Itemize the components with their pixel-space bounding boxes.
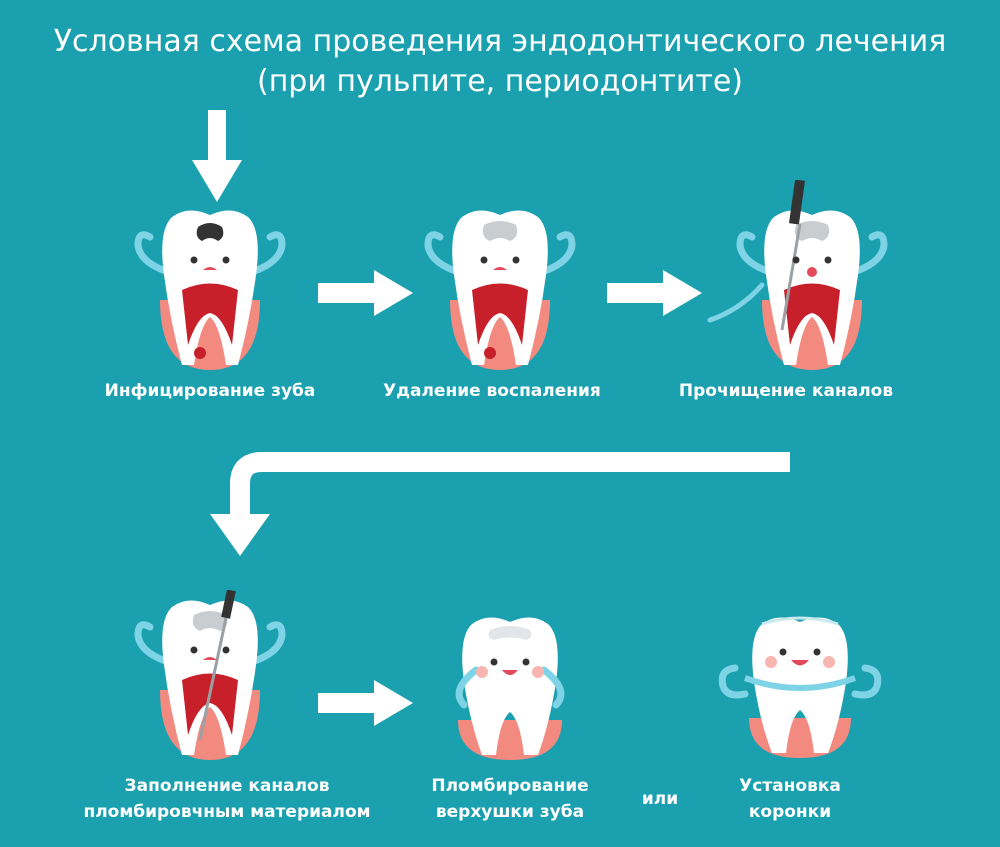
- step-4-label: Заполнение каналов пломбировчным материа…: [83, 776, 371, 822]
- arrow-step-4-to-5: [318, 680, 413, 726]
- tooth-canal-filling-icon: [134, 590, 286, 760]
- tooth-crown-icon: [718, 616, 882, 758]
- step-5-label: Пломбирование верхушки зуба: [431, 776, 589, 822]
- step-6-label: Установка коронки: [739, 776, 841, 822]
- arrow-step-2-to-3: [607, 270, 702, 316]
- tooth-canal-cleaning-icon: [707, 180, 888, 370]
- return-arrow-to-row-2: [210, 452, 790, 556]
- title-line-2: (при пульпите, периодонтите): [256, 64, 744, 99]
- title-line-1: Условная схема проведения эндодонтическо…: [53, 24, 947, 59]
- tooth-apex-filling-icon: [455, 617, 565, 760]
- step-1-label: Инфицирование зуба: [104, 381, 316, 401]
- step-3-label: Прочищение каналов: [678, 381, 894, 401]
- diagram-title: Условная схема проведения эндодонтическо…: [0, 22, 1000, 102]
- step-2-label: Удаление воспаления: [383, 381, 601, 401]
- tooth-infected-icon: [134, 210, 286, 370]
- start-down-arrow: [192, 110, 242, 202]
- arrow-step-1-to-2: [318, 270, 413, 316]
- tooth-inflammation-removal-icon: [424, 210, 576, 370]
- or-label: или: [641, 789, 679, 809]
